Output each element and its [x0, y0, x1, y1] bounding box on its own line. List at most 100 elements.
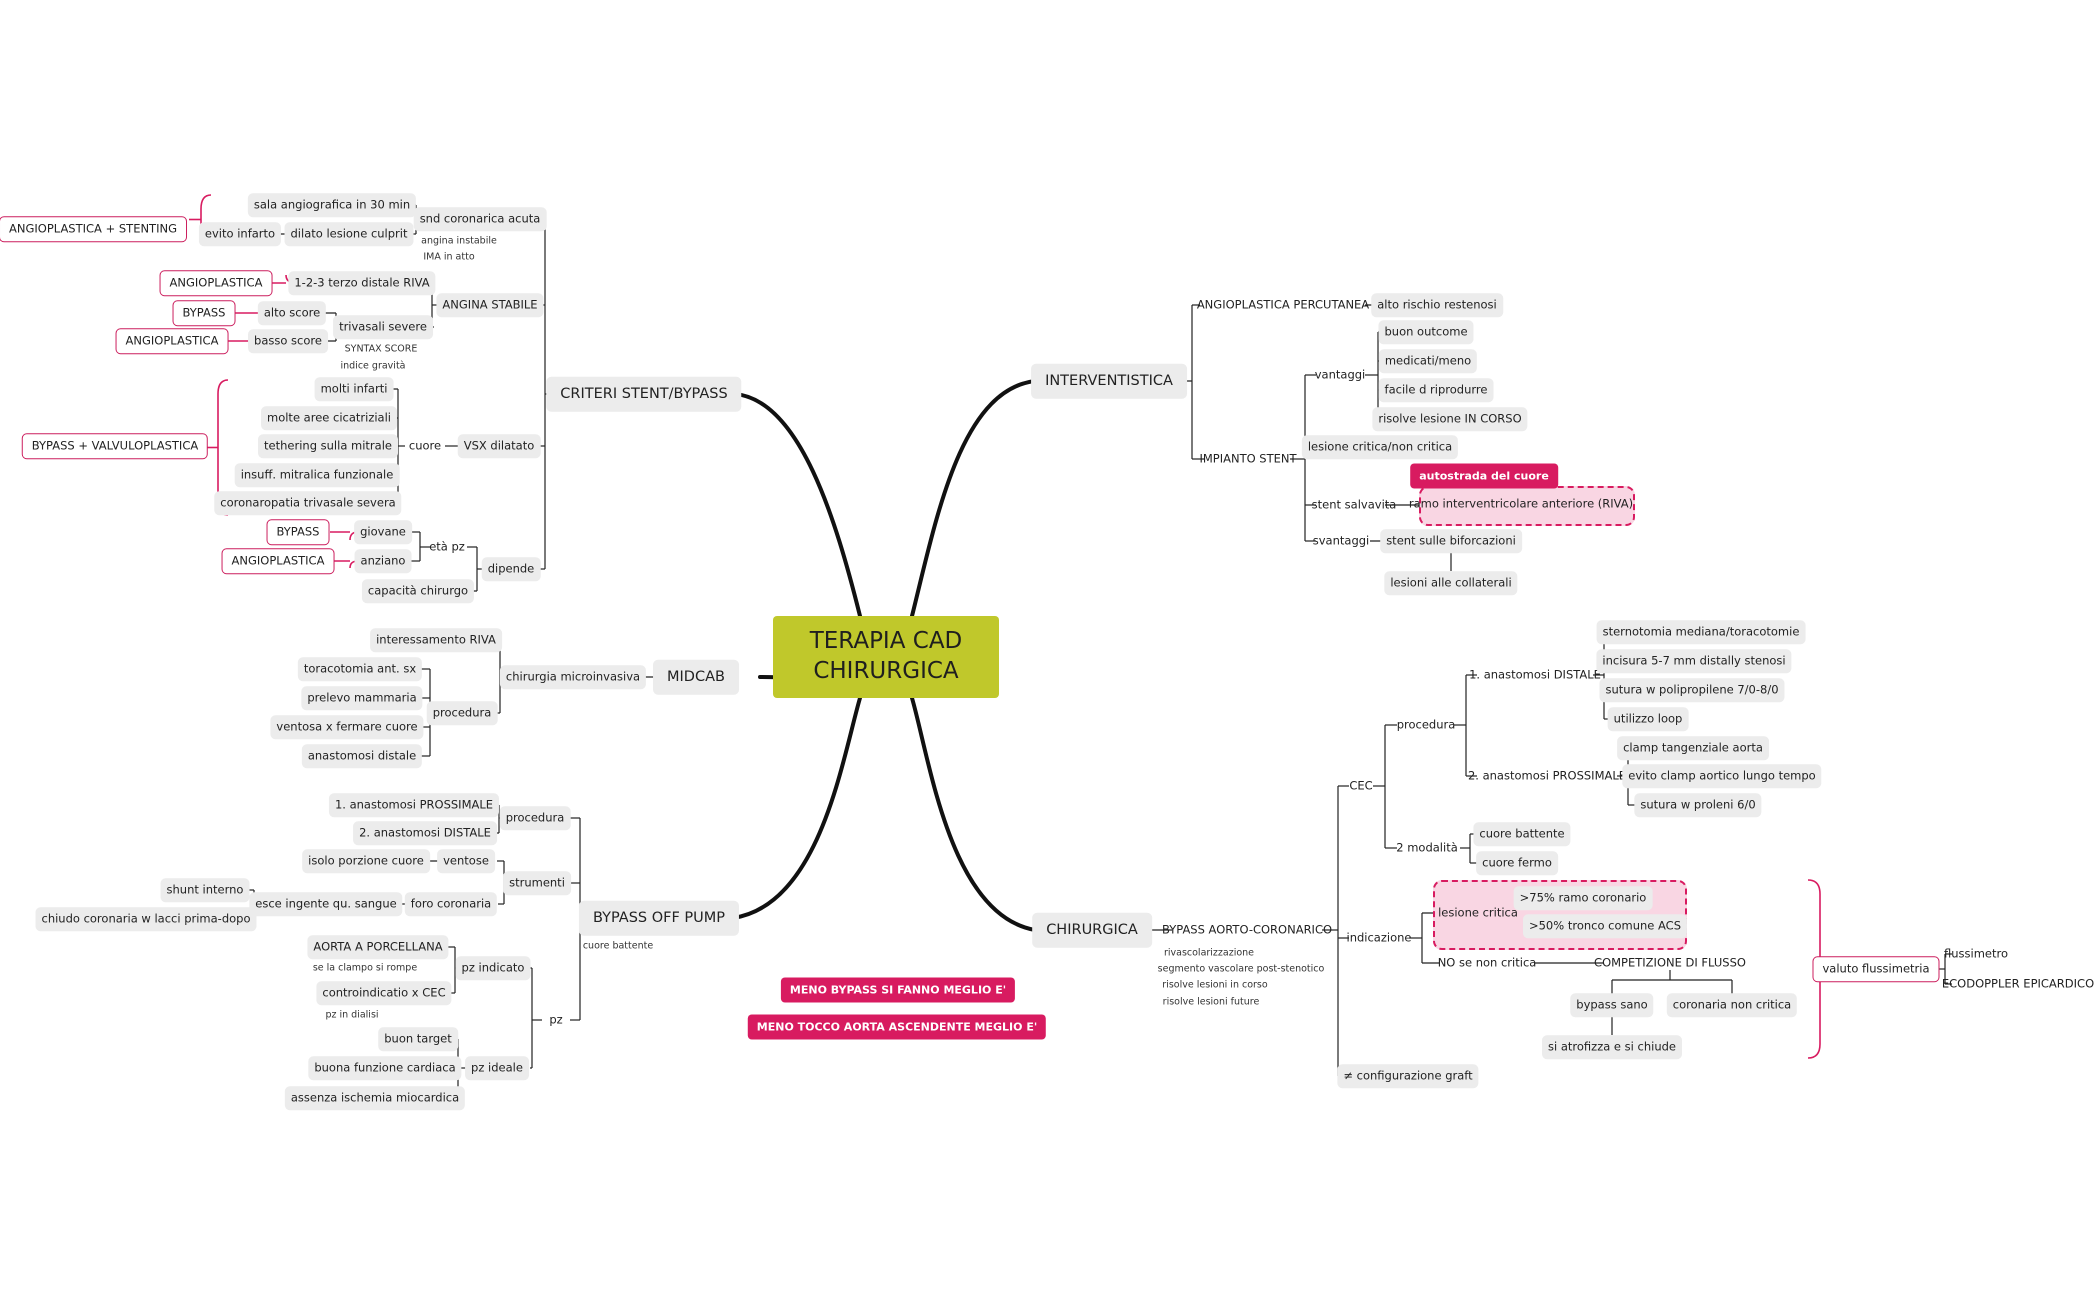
node-basso-score[interactable]: basso score [248, 329, 328, 353]
node-utilizzo-loop[interactable]: utilizzo loop [1607, 707, 1689, 731]
node-ventose[interactable]: ventose [437, 849, 495, 873]
node-anziano[interactable]: anziano [354, 549, 412, 573]
node-tethering[interactable]: tethering sulla mitrale [258, 434, 398, 458]
node-coronaropatia[interactable]: coronaropatia trivasale severa [214, 491, 402, 515]
node-lesioni-collaterali[interactable]: lesioni alle collaterali [1384, 571, 1518, 595]
node-terzo-distale-riva[interactable]: 1-2-3 terzo distale RIVA [288, 271, 436, 295]
node-sala-angiografica[interactable]: sala angiografica in 30 min [247, 193, 417, 217]
node-strumenti[interactable]: strumenti [503, 871, 571, 895]
node-molte-aree[interactable]: molte aree cicatriziali [261, 406, 397, 430]
branch-bypass-off-pump[interactable]: BYPASS OFF PUMP [578, 900, 740, 936]
node-incisura[interactable]: incisura 5-7 mm distally stenosi [1596, 649, 1792, 673]
node-75-ramo[interactable]: >75% ramo coronario [1513, 886, 1653, 910]
node-vantaggi[interactable]: vantaggi [1314, 367, 1366, 382]
node-ventosa[interactable]: ventosa x fermare cuore [270, 715, 424, 739]
branch-interventistica[interactable]: INTERVENTISTICA [1031, 363, 1187, 399]
box-angioplastica-1[interactable]: ANGIOPLASTICA [159, 270, 273, 296]
box-bypass-2[interactable]: BYPASS [266, 519, 330, 545]
node-shunt-interno[interactable]: shunt interno [160, 878, 250, 902]
box-valuto-flussimetria[interactable]: valuto flussimetria [1812, 956, 1940, 982]
node-anastomosi-distale-ch[interactable]: 1. anastomosi DISTALE [1469, 667, 1601, 682]
node-vsx-dilatato[interactable]: VSX dilatato [457, 434, 541, 458]
node-si-atrofizza[interactable]: si atrofizza e si chiude [1542, 1035, 1682, 1059]
node-pz-ideale[interactable]: pz ideale [465, 1056, 529, 1080]
node-insuff-mitralica[interactable]: insuff. mitralica funzionale [234, 463, 400, 487]
box-bypass-valvuloplastica[interactable]: BYPASS + VALVULOPLASTICA [21, 433, 209, 459]
node-assenza-ischemia[interactable]: assenza ischemia miocardica [284, 1086, 466, 1110]
node-molti-infarti[interactable]: molti infarti [314, 377, 394, 401]
note-meno-bypass[interactable]: MENO BYPASS SI FANNO MEGLIO E' [780, 977, 1016, 1003]
box-bypass-1[interactable]: BYPASS [172, 300, 236, 326]
node-indicazione[interactable]: indicazione [1346, 930, 1412, 945]
node-sutura-proleni[interactable]: sutura w proleni 6/0 [1634, 793, 1762, 817]
node-alto-rischio[interactable]: alto rischio restenosi [1371, 293, 1503, 317]
node-anastomosi-prossimale[interactable]: 1. anastomosi PROSSIMALE [328, 793, 500, 817]
node-angina-stabile[interactable]: ANGINA STABILE [436, 293, 544, 317]
node-interessamento-riva[interactable]: interessamento RIVA [370, 628, 502, 652]
node-risolve-lesione[interactable]: risolve lesione IN CORSO [1372, 407, 1528, 431]
node-toracotomia[interactable]: toracotomia ant. sx [297, 657, 423, 681]
node-chirurgica-procedura[interactable]: procedura [1396, 717, 1456, 732]
node-offpump-procedura[interactable]: procedura [499, 806, 571, 830]
node-pz-indicato[interactable]: pz indicato [455, 956, 531, 980]
central-topic[interactable]: TERAPIA CAD CHIRURGICA [773, 616, 999, 698]
node-chiudo-coronaria[interactable]: chiudo coronaria w lacci prima-dopo [35, 907, 257, 931]
node-buona-funzione[interactable]: buona funzione cardiaca [308, 1056, 462, 1080]
node-eta-pz[interactable]: età pz [429, 539, 465, 554]
node-pz[interactable]: pz [549, 1012, 563, 1027]
node-sutura-polipropilene[interactable]: sutura w polipropilene 7/0-8/0 [1599, 678, 1785, 702]
node-capacita-chirurgo[interactable]: capacità chirurgo [361, 579, 475, 603]
node-cuore-battente[interactable]: cuore battente [1473, 822, 1571, 846]
node-anastomosi-distale-midcab[interactable]: anastomosi distale [301, 744, 423, 768]
node-sternotomia[interactable]: sternotomia mediana/toracotomie [1596, 620, 1806, 644]
node-evito-clamp[interactable]: evito clamp aortico lungo tempo [1622, 764, 1822, 788]
node-bypass-sano[interactable]: bypass sano [1570, 993, 1654, 1017]
node-giovane[interactable]: giovane [354, 520, 412, 544]
box-angioplastica-stenting[interactable]: ANGIOPLASTICA + STENTING [0, 216, 187, 242]
node-impianto-stent[interactable]: IMPIANTO STENT [1199, 451, 1297, 466]
node-aorta-porcellana[interactable]: AORTA A PORCELLANA [307, 935, 449, 959]
node-coronaria-non-critica[interactable]: coronaria non critica [1666, 993, 1798, 1017]
box-angioplastica-2[interactable]: ANGIOPLASTICA [115, 328, 229, 354]
node-2-modalita[interactable]: 2 modalità [1396, 840, 1458, 855]
node-angioplastica-percutanea[interactable]: ANGIOPLASTICA PERCUTANEA [1196, 297, 1370, 312]
branch-midcab[interactable]: MIDCAB [653, 659, 739, 695]
node-no-se-non-critica[interactable]: NO se non critica [1437, 955, 1537, 970]
node-dipende[interactable]: dipende [481, 557, 541, 581]
node-medicati[interactable]: medicati/meno [1378, 349, 1478, 373]
node-clamp-tangenziale[interactable]: clamp tangenziale aorta [1617, 736, 1769, 760]
node-ramo-riva[interactable]: ramo interventricolare anteriore (RIVA) [1408, 496, 1634, 511]
node-controindicatio-cec[interactable]: controindicatio x CEC [316, 981, 452, 1005]
node-buon-target[interactable]: buon target [378, 1027, 458, 1051]
node-bypass-aorto-coronarico[interactable]: BYPASS AORTO-CORONARICO [1161, 922, 1333, 937]
node-prelevo-mammaria[interactable]: prelevo mammaria [301, 686, 423, 710]
box-angioplastica-3[interactable]: ANGIOPLASTICA [221, 548, 335, 574]
node-flussimetro[interactable]: flussimetro [1943, 946, 2009, 961]
node-cuore-fermo[interactable]: cuore fermo [1476, 851, 1558, 875]
node-trivasali-severe[interactable]: trivasali severe [333, 315, 433, 339]
node-lesione-critica-non[interactable]: lesione critica/non critica [1301, 435, 1459, 459]
node-midcab-procedura[interactable]: procedura [426, 701, 498, 725]
node-anastomosi-distale-op[interactable]: 2. anastomosi DISTALE [353, 821, 497, 845]
node-competizione-flusso[interactable]: COMPETIZIONE DI FLUSSO [1594, 955, 1746, 970]
label-autostrada-cuore[interactable]: autostrada del cuore [1410, 463, 1558, 489]
node-50-tronco[interactable]: >50% tronco comune ACS [1522, 914, 1688, 938]
branch-criteri-stent-bypass[interactable]: CRITERI STENT/BYPASS [546, 376, 742, 412]
branch-chirurgica[interactable]: CHIRURGICA [1032, 912, 1152, 948]
node-svantaggi[interactable]: svantaggi [1312, 533, 1370, 548]
node-lesione-critica[interactable]: lesione critica [1438, 905, 1518, 920]
node-esce-sangue[interactable]: esce ingente qu. sangue [249, 892, 403, 916]
node-evito-infarto[interactable]: evito infarto [198, 222, 282, 246]
node-stent-biforcazioni[interactable]: stent sulle biforcazioni [1380, 529, 1522, 553]
node-anastomosi-prossimale-ch[interactable]: 2. anastomosi PROSSIMALE [1467, 768, 1627, 783]
node-foro-coronaria[interactable]: foro coronaria [404, 892, 498, 916]
node-cuore[interactable]: cuore [408, 438, 442, 453]
node-snd-coronarica[interactable]: snd coronarica acuta [413, 207, 547, 231]
node-ecodoppler[interactable]: ECODOPPLER EPICARDICO [1941, 976, 2095, 991]
node-chirurgia-microinvasiva[interactable]: chirurgia microinvasiva [499, 665, 647, 689]
node-facile-riprodurre[interactable]: facile d riprodurre [1378, 378, 1494, 402]
node-alto-score[interactable]: alto score [257, 301, 327, 325]
node-cec[interactable]: CEC [1349, 778, 1373, 793]
note-meno-tocco-aorta[interactable]: MENO TOCCO AORTA ASCENDENTE MEGLIO E' [747, 1014, 1047, 1040]
node-isolo-porzione[interactable]: isolo porzione cuore [302, 849, 430, 873]
